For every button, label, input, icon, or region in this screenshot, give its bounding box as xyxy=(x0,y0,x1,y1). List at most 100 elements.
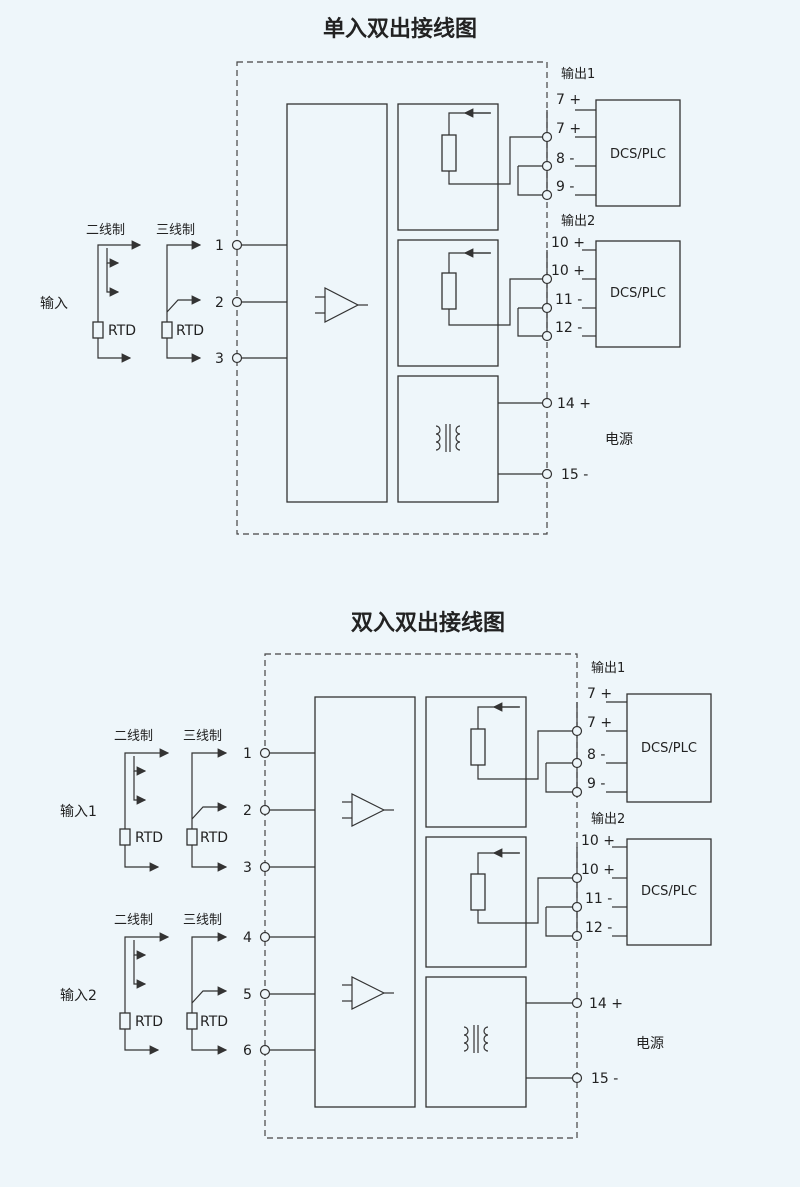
current-source-icon xyxy=(441,108,547,196)
terminal-8-d2 xyxy=(571,757,583,769)
terminal-8 xyxy=(541,160,553,172)
rtd-label-2: RTD xyxy=(176,323,204,339)
terminal-5-d2 xyxy=(259,988,271,1000)
power-block-2 xyxy=(425,976,527,1108)
terminal-1-d2 xyxy=(259,747,271,759)
dcs-plc-label-1: DCS/PLC xyxy=(610,147,666,162)
terminal-7 xyxy=(541,131,553,143)
dcs-plc-box-4 xyxy=(626,838,712,946)
rtd-two-wire-1: RTD xyxy=(119,748,170,872)
terminal-2-d2 xyxy=(259,804,271,816)
terminal-11 xyxy=(541,302,553,314)
terminal-12-label: 12 - xyxy=(555,320,582,336)
rtd-label-5: RTD xyxy=(135,1014,163,1030)
three-wire-label: 三线制 xyxy=(156,223,195,238)
terminal-15 xyxy=(541,468,553,480)
output1-label-d2: 输出1 xyxy=(591,660,625,676)
terminal-7a-label: 7 + xyxy=(556,92,581,108)
terminal-6-label-d2: 6 xyxy=(243,1043,252,1059)
three-wire-label-2: 三线制 xyxy=(183,913,222,928)
three-wire-label-1: 三线制 xyxy=(183,729,222,744)
output1-label: 输出1 xyxy=(561,66,595,82)
rtd-label-1: RTD xyxy=(108,323,136,339)
terminal-9-d2 xyxy=(571,786,583,798)
terminal-6-d2 xyxy=(259,1044,271,1056)
rtd-three-wire: RTD xyxy=(161,240,204,363)
diagram-dual-in-dual-out: 双入双出接线图 xyxy=(60,610,712,1139)
dcs-plc-label-2: DCS/PLC xyxy=(610,286,666,301)
amplifier-icon-1 xyxy=(342,793,394,827)
amplifier-icon-2 xyxy=(342,976,394,1010)
terminal-1-label: 1 xyxy=(215,238,224,254)
terminal-3-label: 3 xyxy=(215,351,224,367)
output2-block-2 xyxy=(425,836,527,968)
terminal-14 xyxy=(541,397,553,409)
power-label: 电源 xyxy=(605,432,633,448)
terminal-7-d2 xyxy=(571,725,583,737)
terminal-9 xyxy=(541,189,553,201)
amplifier-icon xyxy=(315,287,368,323)
two-wire-label-1: 二线制 xyxy=(114,729,153,744)
terminal-3-label-d2: 3 xyxy=(243,860,252,876)
terminal-12-label-d2: 12 - xyxy=(585,920,612,936)
rtd-two-wire: RTD xyxy=(92,240,142,363)
output2-block xyxy=(397,239,499,367)
rtd-label-6: RTD xyxy=(200,1014,228,1030)
power-label-d2: 电源 xyxy=(636,1036,664,1052)
power-block xyxy=(397,375,499,503)
rtd-three-wire-2: RTD xyxy=(186,932,228,1055)
terminal-10a-label-d2: 10 + xyxy=(581,833,615,849)
terminal-14-label: 14 + xyxy=(557,396,591,412)
rtd-three-wire-1: RTD xyxy=(186,748,228,872)
current-source-icon-2 xyxy=(441,248,547,337)
dcs-plc-box-2 xyxy=(595,240,681,348)
terminal-14-label-d2: 14 + xyxy=(589,996,623,1012)
module-enclosure-2 xyxy=(264,653,578,1139)
two-wire-label-2: 二线制 xyxy=(114,913,153,928)
terminal-9-label-d2: 9 - xyxy=(587,776,605,792)
current-source-icon-3 xyxy=(470,702,577,793)
terminal-15-d2 xyxy=(571,1072,583,1084)
terminal-12-d2 xyxy=(571,930,583,942)
input1-label: 输入1 xyxy=(60,804,97,820)
terminal-3-d2 xyxy=(259,861,271,873)
output2-label-d2: 输出2 xyxy=(591,811,625,827)
diagram2-title: 双入双出接线图 xyxy=(351,610,505,636)
dcs-plc-box-3 xyxy=(626,693,712,803)
rtd-label-3: RTD xyxy=(135,830,163,846)
terminal-9-label: 9 - xyxy=(556,179,574,195)
terminal-14-d2 xyxy=(571,997,583,1009)
two-wire-label: 二线制 xyxy=(86,223,125,238)
terminal-7a-label-d2: 7 + xyxy=(587,686,612,702)
terminal-10a-label: 10 + xyxy=(551,235,585,251)
terminal-10b-label: 10 + xyxy=(551,263,585,279)
rtd-two-wire-2: RTD xyxy=(119,932,170,1055)
current-source-icon-4 xyxy=(470,848,577,937)
amplifier-block-2 xyxy=(314,696,416,1108)
terminal-7b-label-d2: 7 + xyxy=(587,715,612,731)
terminal-2-label: 2 xyxy=(215,295,224,311)
terminal-11-label: 11 - xyxy=(555,292,582,308)
terminal-4-label-d2: 4 xyxy=(243,930,252,946)
diagram-single-in-dual-out: 单入双出接线图 xyxy=(40,16,681,535)
rtd-label-4: RTD xyxy=(200,830,228,846)
terminal-5-label-d2: 5 xyxy=(243,987,252,1003)
terminal-8-label: 8 - xyxy=(556,151,574,167)
amplifier-block xyxy=(286,103,388,503)
output1-block xyxy=(397,103,499,231)
diagram1-title: 单入双出接线图 xyxy=(323,16,477,42)
dcs-plc-box-1 xyxy=(595,99,681,207)
terminal-10b-label-d2: 10 + xyxy=(581,862,615,878)
terminal-2-label-d2: 2 xyxy=(243,803,252,819)
transformer-icon-2 xyxy=(463,1025,489,1053)
terminal-11-label-d2: 11 - xyxy=(585,891,612,907)
terminal-2 xyxy=(231,296,243,308)
terminal-1 xyxy=(231,239,243,251)
terminal-7b-label: 7 + xyxy=(556,121,581,137)
terminal-3 xyxy=(231,352,243,364)
terminal-15-label-d2: 15 - xyxy=(591,1071,618,1087)
input2-label: 输入2 xyxy=(60,988,97,1004)
dcs-plc-label-4: DCS/PLC xyxy=(641,884,697,899)
